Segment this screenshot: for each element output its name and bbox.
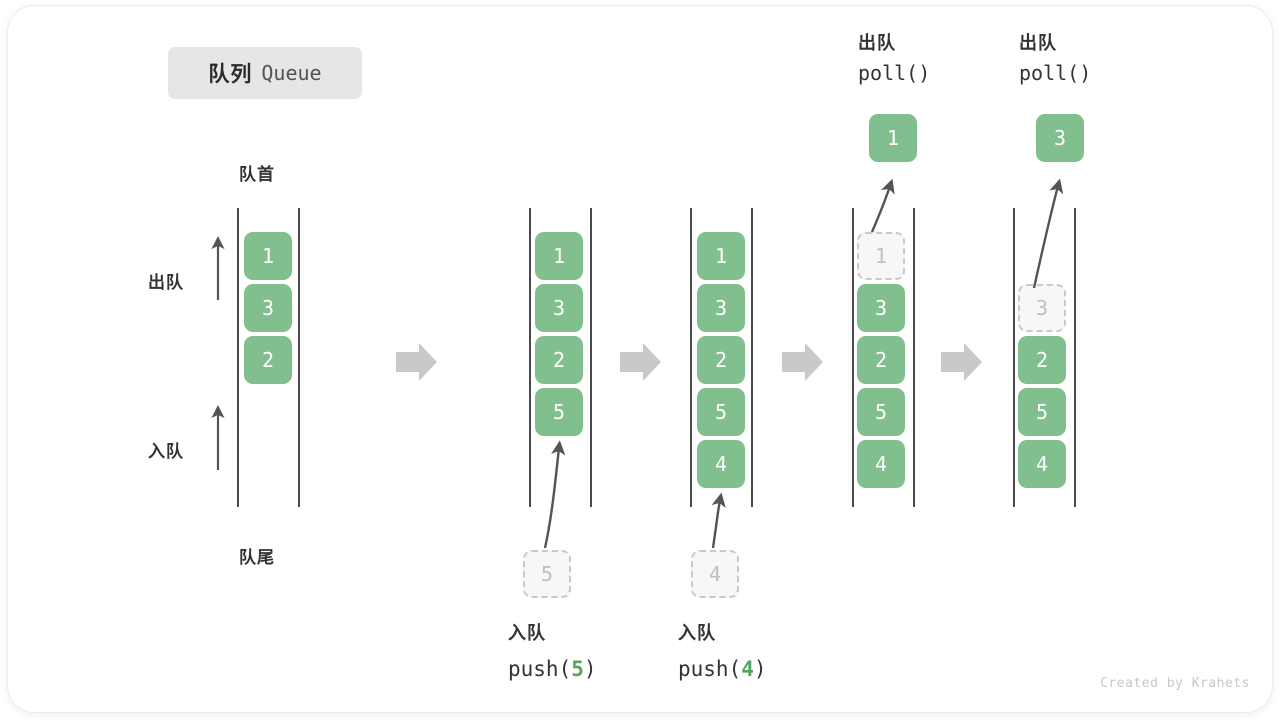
diagram-title-en: Queue — [261, 61, 322, 85]
queue-rail-left-1 — [237, 208, 239, 507]
label-dequeue-direction: 出队 — [148, 273, 184, 292]
queue-rail-left-4 — [852, 208, 854, 507]
transition-arrow-icon — [941, 343, 982, 381]
label-queue-rear: 队尾 — [239, 548, 275, 567]
queue-item: 1 — [535, 232, 583, 280]
label-queue-front: 队首 — [239, 165, 275, 184]
queue-rail-right-4 — [913, 208, 915, 507]
queue-item-ghost: 1 — [857, 232, 905, 280]
push-4-arrow-icon — [711, 492, 726, 549]
push-5-arrow-icon — [543, 440, 566, 549]
outgoing-item: 3 — [1036, 114, 1084, 162]
queue-item: 1 — [244, 232, 292, 280]
queue-rail-right-1 — [298, 208, 300, 507]
footer-label-code: push(4) — [678, 657, 767, 681]
queue-item: 3 — [857, 284, 905, 332]
step-header-poll-1: 出队 poll() — [858, 28, 930, 88]
incoming-item-ghost: 5 — [523, 550, 571, 598]
queue-rail-right-3 — [751, 208, 753, 507]
queue-item: 3 — [244, 284, 292, 332]
queue-item: 1 — [697, 232, 745, 280]
queue-item: 2 — [697, 336, 745, 384]
queue-rail-left-5 — [1013, 208, 1015, 507]
queue-item: 2 — [244, 336, 292, 384]
outgoing-item: 1 — [869, 114, 917, 162]
queue-item: 4 — [857, 440, 905, 488]
queue-rail-left-2 — [529, 208, 531, 507]
queue-rail-left-3 — [690, 208, 692, 507]
poll-3-arrow-icon — [1032, 178, 1064, 289]
header-label-cn: 出队 — [858, 33, 896, 53]
queue-rail-right-5 — [1074, 208, 1076, 507]
transition-arrow-icon — [620, 343, 661, 381]
queue-item: 2 — [1018, 336, 1066, 384]
queue-item: 3 — [535, 284, 583, 332]
diagram-title-chip: 队列 Queue — [168, 47, 362, 99]
queue-item: 5 — [857, 388, 905, 436]
queue-item: 2 — [857, 336, 905, 384]
queue-item: 2 — [535, 336, 583, 384]
queue-item: 5 — [697, 388, 745, 436]
header-label-code: poll() — [858, 61, 931, 85]
step-header-poll-3: 出队 poll() — [1019, 28, 1091, 88]
diagram-title-cn: 队列 — [208, 63, 253, 86]
label-enqueue-direction: 入队 — [148, 442, 184, 461]
footer-label-code: push(5) — [508, 657, 597, 681]
transition-arrow-icon — [396, 343, 437, 381]
incoming-item-ghost: 4 — [691, 550, 739, 598]
queue-item-ghost: 3 — [1018, 284, 1066, 332]
queue-item: 5 — [1018, 388, 1066, 436]
step-footer-push-5: 入队 push(5) — [508, 615, 597, 687]
poll-1-arrow-icon — [870, 178, 895, 233]
queue-rail-right-2 — [590, 208, 592, 507]
queue-item: 4 — [697, 440, 745, 488]
transition-arrow-icon — [782, 343, 823, 381]
header-label-code: poll() — [1019, 61, 1092, 85]
header-label-cn: 出队 — [1019, 33, 1057, 53]
step-footer-push-4: 入队 push(4) — [678, 615, 767, 687]
watermark: Created by Krahets — [1100, 676, 1250, 691]
footer-label-cn: 入队 — [678, 623, 716, 643]
queue-item: 5 — [535, 388, 583, 436]
footer-label-cn: 入队 — [508, 623, 546, 643]
queue-item: 3 — [697, 284, 745, 332]
queue-item: 4 — [1018, 440, 1066, 488]
